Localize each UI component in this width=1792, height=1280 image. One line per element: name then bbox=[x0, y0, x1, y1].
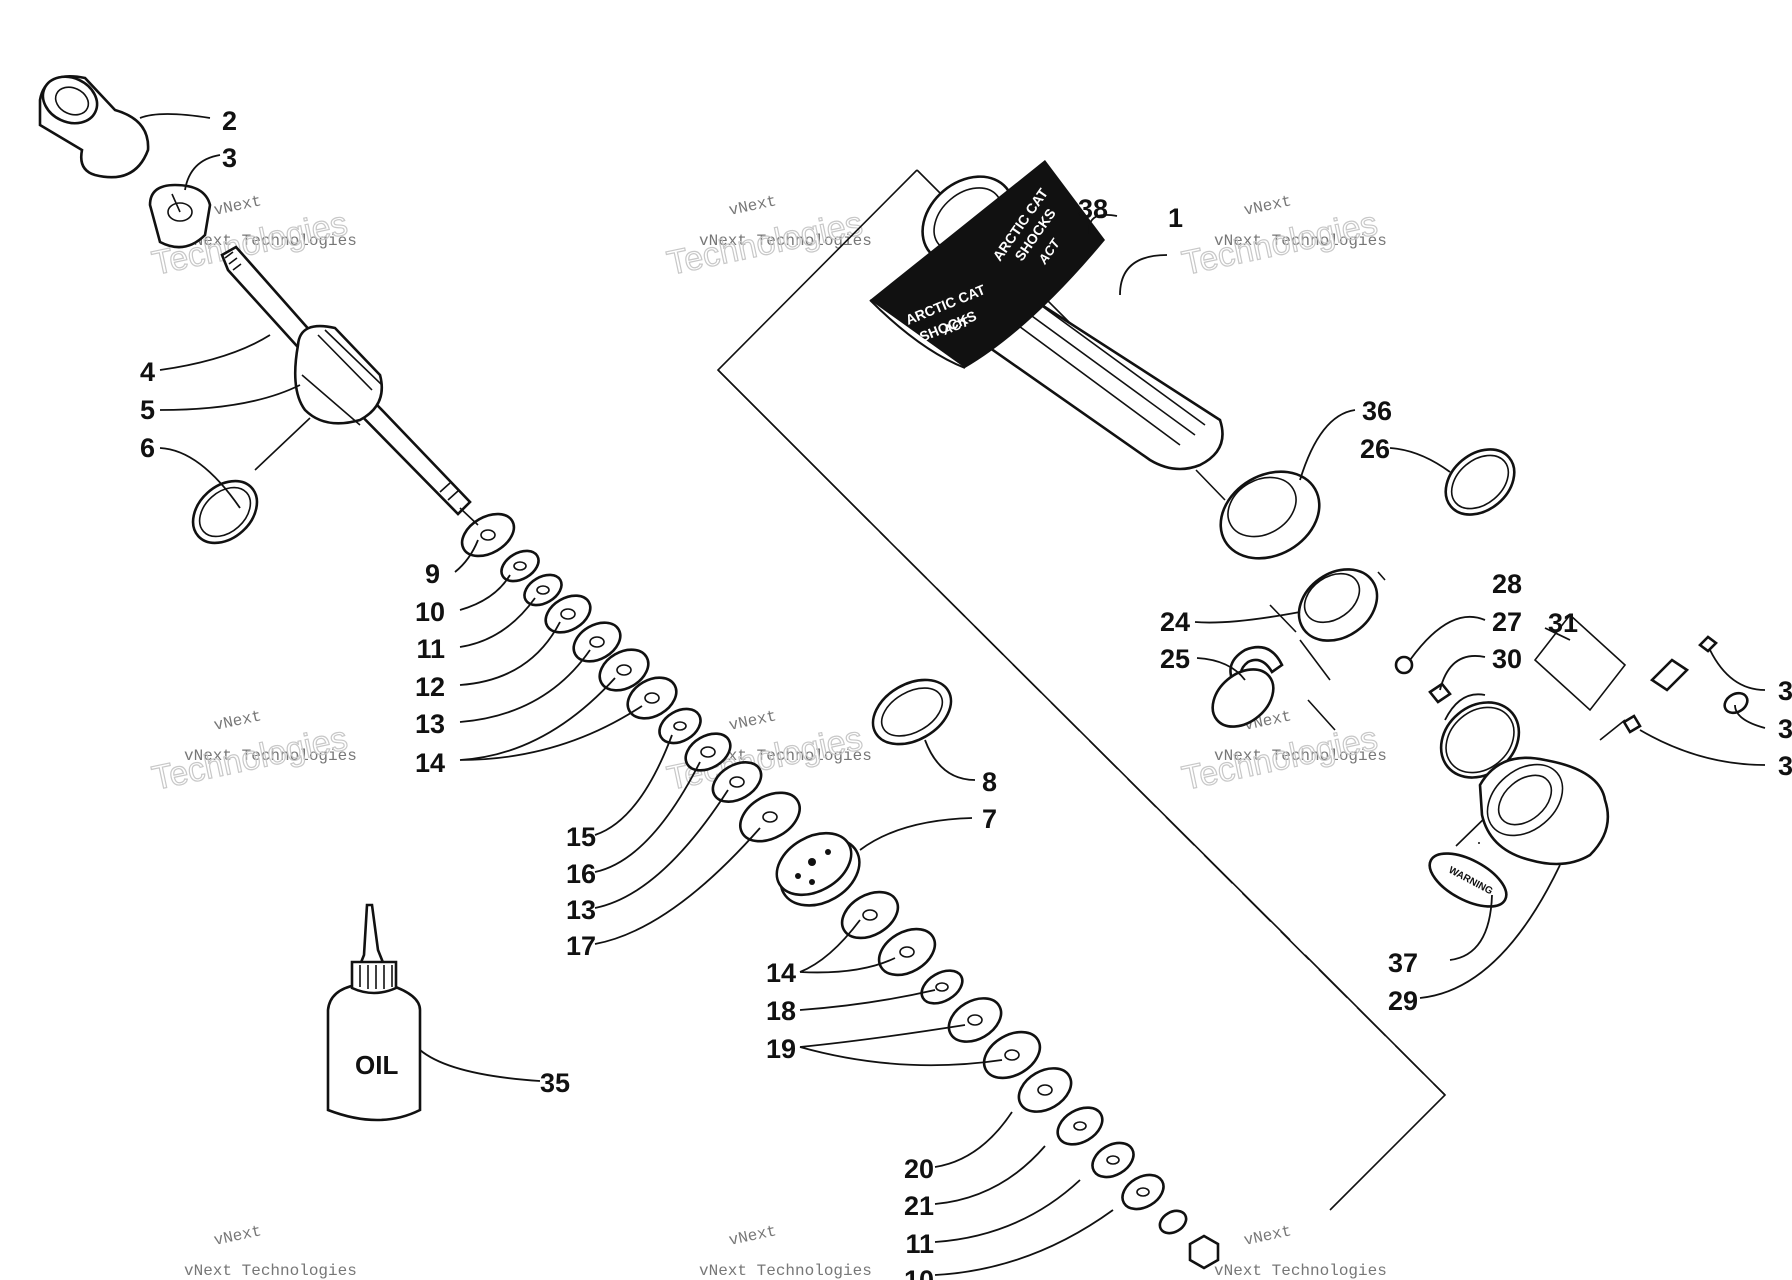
callout-label: 3 bbox=[222, 143, 237, 173]
callout-label: 25 bbox=[1160, 644, 1190, 674]
oil-bottle-text: OIL bbox=[355, 1050, 398, 1080]
part-35-oil-bottle: OIL bbox=[326, 903, 422, 1122]
part-27-screw bbox=[1428, 682, 1452, 704]
callout-label: 35 bbox=[540, 1068, 570, 1098]
callout-frame-dashed bbox=[859, 511, 1446, 1096]
callout-label: 31 bbox=[1548, 608, 1578, 638]
watermark-text: vNext bbox=[727, 192, 778, 220]
watermark-text: vNext Technologies bbox=[184, 1262, 357, 1280]
callout-label: 14 bbox=[766, 958, 796, 988]
callout-label: 10 bbox=[415, 597, 445, 627]
callout-label: 13 bbox=[566, 895, 596, 925]
callout-label: 19 bbox=[766, 1034, 796, 1064]
callout-label: 27 bbox=[1492, 607, 1522, 637]
callout-label: 8 bbox=[982, 767, 997, 797]
callout-label: 14 bbox=[415, 748, 445, 778]
callout-label: 36 bbox=[1362, 396, 1392, 426]
callout-label: 6 bbox=[140, 433, 155, 463]
watermark-text: vNext Technologies bbox=[1214, 1262, 1387, 1280]
callout-label: 26 bbox=[1360, 434, 1390, 464]
callout-label: 11 bbox=[905, 1229, 934, 1259]
callout-label: 20 bbox=[904, 1154, 934, 1184]
part-7-piston bbox=[775, 831, 861, 907]
callout-label: 12 bbox=[415, 672, 445, 702]
callout-label: 2 bbox=[222, 106, 237, 136]
watermark-text: vNext bbox=[212, 192, 263, 220]
callout-label: 16 bbox=[566, 859, 596, 889]
callout-label: 7 bbox=[982, 804, 997, 834]
callout-label: 21 bbox=[904, 1191, 934, 1221]
callout-label: 15 bbox=[566, 822, 596, 852]
part-36-spring-seat bbox=[1219, 470, 1321, 560]
callout-label: 3 bbox=[1778, 676, 1792, 706]
part-25-clip bbox=[1211, 645, 1284, 728]
callout-label: 11 bbox=[416, 634, 445, 664]
callout-label: 3 bbox=[1778, 751, 1792, 781]
part-24-bearing bbox=[1297, 568, 1379, 642]
part-37-warning-label: WARNING bbox=[1428, 852, 1508, 908]
part-8-wear-band bbox=[871, 678, 953, 746]
callout-label: 3 bbox=[1778, 714, 1792, 744]
watermark-text: vNext Technologies bbox=[699, 1262, 872, 1280]
watermark-text: vNext bbox=[727, 707, 778, 735]
callout-label: 30 bbox=[1492, 644, 1522, 674]
shim-stack-lower bbox=[840, 890, 1220, 1270]
callout-label: 9 bbox=[425, 559, 440, 589]
part-2-cap bbox=[38, 75, 150, 179]
callout-label: 18 bbox=[766, 996, 796, 1026]
watermark-text: vNext Technologies bbox=[184, 747, 357, 765]
shim-stack-left bbox=[460, 512, 801, 843]
watermark-text: vNext Technologies bbox=[1214, 747, 1387, 765]
part-26-oring bbox=[1444, 448, 1516, 516]
callout-labels: 2 3 4 5 6 9 10 11 12 13 14 15 16 13 17 8… bbox=[140, 106, 1792, 1280]
watermark-text: vNext Technologies bbox=[184, 232, 357, 250]
watermark-text: vNext bbox=[212, 1222, 263, 1250]
part-5-bearing-housing bbox=[293, 324, 384, 426]
watermark-text: Technologies bbox=[1179, 204, 1381, 282]
part-6-oring bbox=[191, 479, 259, 545]
callout-label: 29 bbox=[1388, 986, 1418, 1016]
part-29-end-cap bbox=[1478, 756, 1610, 866]
callout-label: 24 bbox=[1160, 607, 1190, 637]
callout-label: 4 bbox=[140, 357, 155, 387]
callout-label: 10 bbox=[904, 1265, 934, 1280]
callout-label: 13 bbox=[415, 709, 445, 739]
watermark-text: vNext Technologies bbox=[699, 232, 872, 250]
part-3-bushing bbox=[148, 183, 212, 249]
callout-label: 37 bbox=[1388, 948, 1418, 978]
watermark-text: vNext Technologies bbox=[699, 747, 872, 765]
watermark-text: vNext bbox=[1242, 192, 1293, 220]
watermark-text: Technologies bbox=[664, 204, 866, 282]
watermark-text: vNext bbox=[727, 1222, 778, 1250]
watermark-text: Technologies bbox=[149, 719, 351, 797]
watermark-text: vNext bbox=[1242, 1222, 1293, 1250]
part-28-oring bbox=[1394, 655, 1414, 675]
callout-label: 38 bbox=[1078, 194, 1108, 224]
callout-label: 1 bbox=[1168, 203, 1183, 233]
part-38-decal: ARCTIC CAT SHOCKS ACT ARCTIC CAT SHOCKS … bbox=[869, 160, 1105, 369]
callout-label: 17 bbox=[566, 931, 596, 961]
part-31-valve-bracket bbox=[1533, 613, 1749, 734]
callout-label: 28 bbox=[1492, 569, 1522, 599]
watermark-text: Technologies bbox=[1179, 719, 1381, 797]
callout-label: 5 bbox=[140, 395, 155, 425]
leader-lines bbox=[139, 113, 1766, 1276]
watermark-text: vNext bbox=[212, 707, 263, 735]
watermark-text: vNext Technologies bbox=[1214, 232, 1387, 250]
